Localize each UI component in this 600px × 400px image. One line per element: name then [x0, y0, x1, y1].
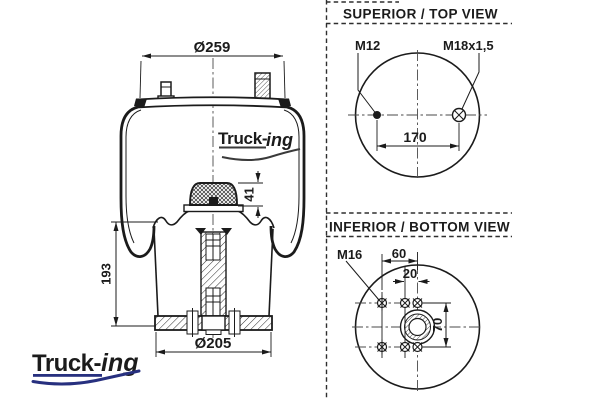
bottom-plate-bolts: [186, 308, 241, 337]
dim-piston-height-label: 193: [99, 263, 114, 285]
piston-skirt-right: [268, 228, 274, 317]
bolt-spacing-20-dimension: 20: [393, 266, 430, 284]
top-view-panel: SUPERIOR / TOP VIEW M12 M18x1,5 170: [343, 7, 498, 181]
brand-underline-watermark: [219, 146, 266, 149]
bolt-spacing-60-dimension: 60: [381, 246, 418, 290]
dim-20-label: 20: [403, 266, 417, 281]
bolt-hole: [376, 295, 388, 311]
base-diameter-dimension: Ø205: [155, 332, 272, 357]
m16-leader-line: [345, 260, 380, 301]
dim-base-diameter-label: Ø205: [195, 335, 232, 352]
m18-air-port-mark: [451, 107, 467, 123]
m18-leader-line: [461, 53, 480, 110]
top-view-title: SUPERIOR / TOP VIEW: [343, 7, 498, 22]
piston-column: [195, 228, 232, 317]
dim-stud-spacing-label: 170: [403, 129, 427, 145]
bumper-nut: [209, 197, 218, 205]
main-side-view: Ø259 Truck- ing: [31, 39, 306, 386]
bumper-height-dimension: 41: [238, 171, 263, 218]
bolt-hole: [412, 341, 423, 353]
bolt-hole: [399, 297, 411, 309]
brand-watermark: Truck- ing: [218, 129, 301, 161]
panel-borders: [325, 0, 512, 400]
bottom-view-title: INFERIOR / BOTTOM VIEW: [329, 220, 510, 235]
bolt-hole: [399, 341, 411, 353]
brand-word-watermark: Truck-: [218, 129, 267, 148]
dim-bumper-height-label: 41: [242, 187, 257, 201]
m18-label: M18x1,5: [443, 38, 494, 53]
brand-underline: [33, 374, 102, 377]
m12-leader-line: [357, 53, 376, 114]
central-hole: [399, 309, 436, 345]
piston-skirt-left: [153, 228, 159, 317]
brand-suffix-watermark: ing: [266, 130, 293, 150]
brand-word: Truck-: [32, 350, 102, 377]
top-plate: [136, 96, 289, 109]
dim-top-diameter-label: Ø259: [194, 39, 231, 56]
m16-label: M16: [337, 247, 362, 262]
brand-swoosh: [31, 369, 141, 386]
dim-60-label: 60: [392, 246, 406, 261]
dim-70-label: 70: [430, 318, 445, 332]
bumper-base-plate: [183, 204, 244, 213]
stud-spacing-dimension: 170: [376, 120, 460, 151]
top-plate-diameter-dimension: Ø259: [139, 39, 286, 99]
piston-crown: [152, 210, 275, 229]
top-plate-left-crimp: [134, 98, 147, 108]
bottom-view-panel: INFERIOR / BOTTOM VIEW: [329, 220, 510, 392]
bolt-rows-70-dimension: 70: [423, 302, 451, 348]
rubber-bumper: [189, 182, 238, 206]
bolt-hole: [376, 339, 388, 355]
piston-height-dimension: 193: [99, 221, 158, 327]
m12-label: M12: [355, 38, 380, 53]
bolt-hole: [412, 297, 423, 309]
brand-swoosh-watermark: [221, 148, 301, 161]
brand-logo: Truck- ing: [31, 349, 141, 386]
bolt-holes: [376, 295, 423, 355]
top-plate-right-crimp: [278, 98, 291, 108]
m12-stud-mark: [373, 111, 381, 119]
